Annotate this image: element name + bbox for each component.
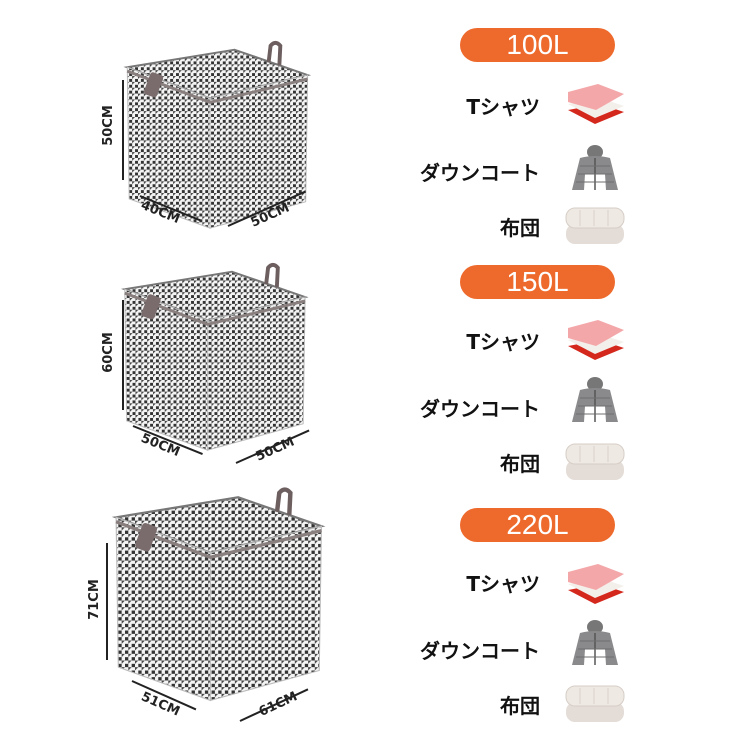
item-label-futon: 布団 <box>500 216 540 240</box>
item-label-down-coat: ダウンコート <box>420 397 540 421</box>
tshirt-stack-icon <box>560 560 630 610</box>
item-label-tshirt: Tシャツ <box>466 95 540 119</box>
item-label-tshirt: Tシャツ <box>466 330 540 354</box>
down-coat-icon <box>560 372 630 430</box>
futon-icon <box>560 436 630 486</box>
capacity-badge: 150L <box>460 265 615 299</box>
item-label-down-coat: ダウンコート <box>420 639 540 663</box>
futon-icon <box>560 678 630 728</box>
storage-box-220l-image <box>105 480 327 710</box>
down-coat-icon <box>560 140 630 198</box>
height-dimension-label: 50CM <box>100 105 116 146</box>
tshirt-stack-icon <box>560 316 630 366</box>
height-dimension-line <box>122 300 124 410</box>
futon-icon <box>560 200 630 250</box>
item-label-futon: 布団 <box>500 452 540 476</box>
item-label-tshirt: Tシャツ <box>466 572 540 596</box>
capacity-badge: 100L <box>460 28 615 62</box>
height-dimension-label: 71CM <box>86 579 102 620</box>
down-coat-icon <box>560 615 630 673</box>
item-label-down-coat: ダウンコート <box>420 161 540 185</box>
height-dimension-line <box>106 543 108 660</box>
item-label-futon: 布団 <box>500 694 540 718</box>
height-dimension-label: 60CM <box>100 332 116 373</box>
tshirt-stack-icon <box>560 80 630 130</box>
capacity-badge: 220L <box>460 508 615 542</box>
height-dimension-line <box>122 80 124 180</box>
